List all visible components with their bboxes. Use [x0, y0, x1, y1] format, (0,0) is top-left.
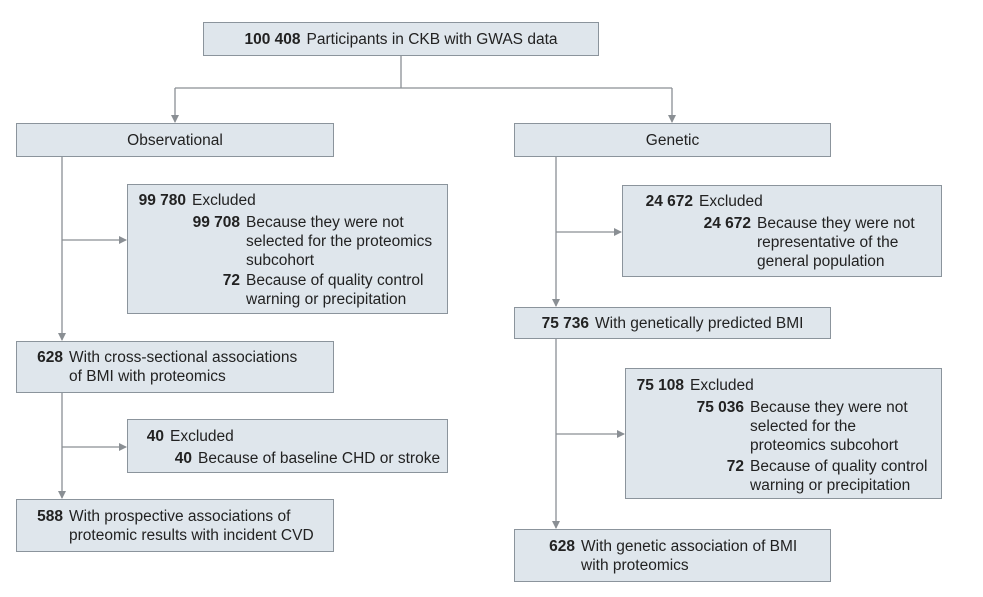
observational-title: Observational	[127, 131, 223, 149]
obs-excluded1-reason2-line1: Because of quality control	[246, 272, 424, 289]
gen-excluded2-reason1-line2: selected for the	[750, 418, 856, 435]
obs-excluded1-reason1-line2: selected for the proteomics	[246, 233, 433, 250]
observational-header: Observational	[16, 123, 334, 157]
obs-result1-count: 628	[37, 349, 63, 366]
gen-excluded2-label: Excluded	[690, 377, 754, 394]
obs-excluded2-label: Excluded	[170, 428, 234, 445]
gen-excluded1-box: 24 672 Excluded 24 672 Because they were…	[622, 185, 942, 277]
gen-excluded1-reason1-count: 24 672	[703, 215, 751, 232]
gen-excluded2-reason1-line1: Because they were not	[750, 399, 908, 416]
obs-excluded1-reason1-count: 99 708	[192, 214, 240, 231]
gen-excluded2-box: 75 108 Excluded 75 036 Because they were…	[625, 368, 942, 499]
genetic-title: Genetic	[645, 131, 700, 149]
obs-excluded2-box: 40 Excluded 40 Because of baseline CHD o…	[127, 419, 448, 473]
gen-result1-label: With genetically predicted BMI	[595, 315, 804, 332]
gen-excluded1-label: Excluded	[699, 193, 763, 210]
gen-excluded2-reason1-count: 75 036	[696, 399, 744, 416]
obs-excluded1-reason2-line2: warning or precipitation	[246, 291, 407, 308]
gen-excluded2-reason2-line1: Because of quality control	[750, 458, 928, 475]
obs-result1-line1: With cross-sectional associations	[69, 349, 298, 366]
obs-excluded1-box: 99 780 Excluded 99 708 Because they were…	[127, 184, 448, 314]
gen-result1-count: 75 736	[541, 315, 589, 332]
obs-excluded1-label: Excluded	[192, 192, 256, 209]
gen-excluded1-reason1-line2: representative of the	[757, 234, 899, 251]
obs-excluded1-count: 99 780	[138, 192, 186, 209]
gen-excluded1-reason1-line3: general population	[757, 253, 885, 270]
gen-result2-line2: with proteomics	[581, 557, 689, 574]
gen-excluded1-reason1-line1: Because they were not	[757, 215, 915, 232]
obs-result2-line1: With prospective associations of	[69, 508, 291, 525]
participants-box: 100 408 Participants in CKB with GWAS da…	[203, 22, 599, 56]
gen-result1-box: 75 736 With genetically predicted BMI	[514, 307, 831, 339]
gen-result2-count: 628	[549, 538, 575, 555]
gen-result2-line1: With genetic association of BMI	[581, 538, 798, 555]
obs-excluded1-reason2-count: 72	[222, 272, 240, 289]
obs-excluded2-reason1-line1: Because of baseline CHD or stroke	[198, 450, 441, 467]
obs-excluded1-reason1-line1: Because they were not	[246, 214, 404, 231]
gen-excluded1-count: 24 672	[645, 193, 693, 210]
gen-excluded2-reason2-line2: warning or precipitation	[750, 477, 911, 494]
gen-result2-box: 628 With genetic association of BMI with…	[514, 529, 831, 582]
obs-result2-count: 588	[37, 508, 63, 525]
gen-excluded2-reason1-line3: proteomics subcohort	[750, 437, 899, 454]
obs-excluded1-reason1-line3: subcohort	[246, 252, 315, 269]
obs-excluded2-reason1-count: 40	[174, 450, 192, 467]
obs-excluded2-count: 40	[146, 428, 164, 445]
obs-result2-line2: proteomic results with incident CVD	[69, 527, 314, 544]
genetic-header: Genetic	[514, 123, 831, 157]
obs-result1-box: 628 With cross-sectional associations of…	[16, 341, 334, 393]
participants-count: 100 408	[244, 30, 301, 48]
gen-excluded2-reason2-count: 72	[726, 458, 744, 475]
participants-label: Participants in CKB with GWAS data	[306, 30, 558, 48]
gen-excluded2-count: 75 108	[636, 377, 684, 394]
obs-result1-line2: of BMI with proteomics	[69, 368, 226, 385]
obs-result2-box: 588 With prospective associations of pro…	[16, 499, 334, 552]
